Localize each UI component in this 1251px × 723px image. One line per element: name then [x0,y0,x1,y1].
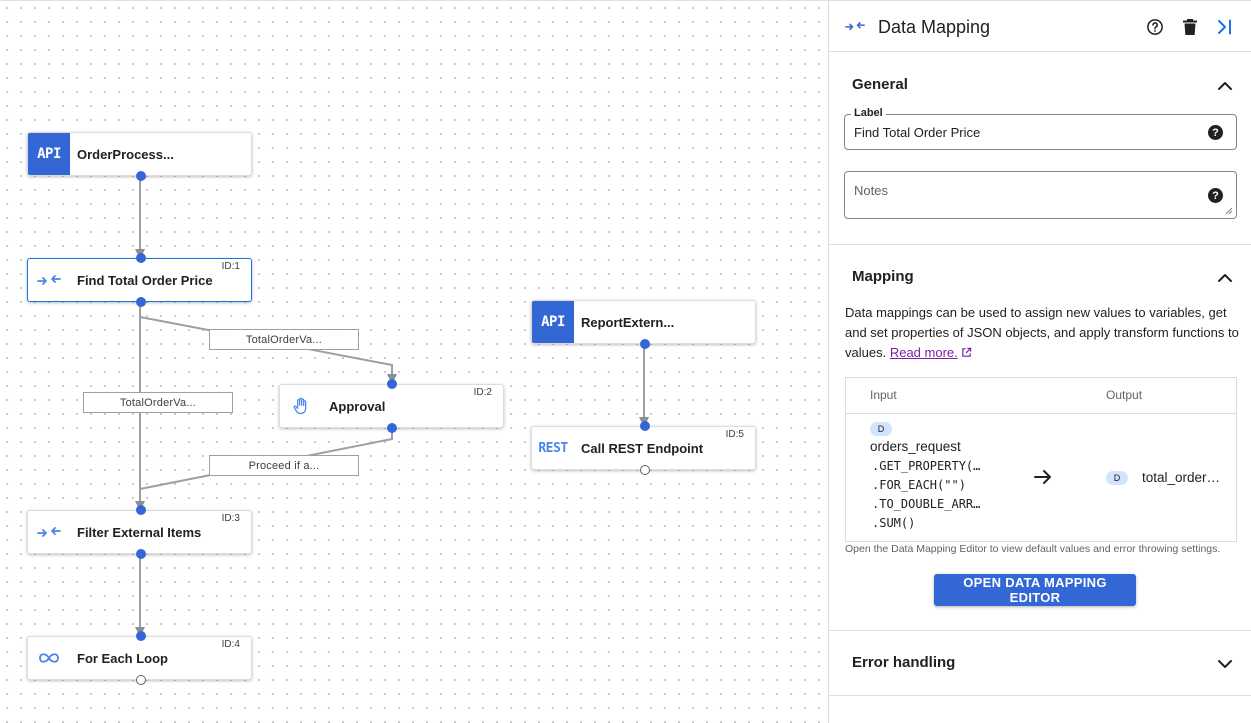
description-text: Data mappings can be used to assign new … [845,305,1239,360]
edge-label-approval-to-filter[interactable]: Proceed if a... [209,455,359,476]
output-type-chip: D [1106,471,1128,485]
output-variable[interactable]: total_order… [1142,470,1221,485]
label-field-value[interactable]: Find Total Order Price [854,125,981,140]
transform-function: .SUM() [872,516,916,530]
output-port[interactable] [136,549,146,559]
input-port[interactable] [136,631,146,641]
node-orderprocess[interactable]: API OrderProcess... [27,132,252,181]
output-port-empty[interactable] [136,675,146,685]
node-foreach[interactable]: For Each Loop ID:4 [27,631,252,685]
edge-label-to-filter[interactable]: TotalOrderVa... [83,392,233,413]
edge-label-to-approval[interactable]: TotalOrderVa... [209,329,359,350]
label-field[interactable]: Label Find Total Order Price ? [844,107,1237,150]
mapping-row[interactable]: D orders_request .GET_PROPERTY(… .FOR_EA… [846,414,1236,541]
output-port[interactable] [136,171,146,181]
chevron-up-icon[interactable] [1217,78,1233,94]
section-title: Mapping [852,268,914,285]
mapping-description: Data mappings can be used to assign new … [845,303,1240,363]
read-more-link[interactable]: Read more. [889,345,958,360]
label-field-label: Label [851,107,886,119]
transform-function: .TO_DOUBLE_ARR… [872,497,981,511]
api-icon: API [28,133,70,175]
panel-header: Data Mapping [829,1,1251,52]
data-mapping-icon [845,18,865,39]
error-handling-section[interactable]: Error handling [829,631,1251,696]
chevron-up-icon[interactable] [1217,270,1233,286]
section-title: General [852,76,908,93]
node-id: ID:1 [221,261,240,272]
chevron-down-icon[interactable] [1217,656,1233,672]
loop-icon [28,637,70,679]
transform-function: .FOR_EACH("") [872,478,966,492]
section-title: Error handling [852,654,956,671]
output-port[interactable] [387,423,397,433]
node-title: ReportExtern... [581,314,675,330]
output-port-empty[interactable] [640,465,650,475]
node-title: Call REST Endpoint [581,440,704,456]
node-id: ID:5 [725,429,744,440]
properties-panel: Data Mapping General Label Find Total Or… [828,0,1251,723]
rest-icon: REST [538,440,568,456]
delete-icon[interactable] [1180,17,1200,37]
node-id: ID:3 [221,513,240,524]
mapping-footnote: Open the Data Mapping Editor to view def… [845,543,1221,555]
node-id: ID:2 [473,387,492,398]
help-icon[interactable]: ? [1208,188,1223,203]
node-title: OrderProcess... [77,146,174,162]
output-port[interactable] [136,297,146,307]
collapse-panel-icon[interactable] [1215,17,1235,37]
mapping-table: Input Output D orders_request .GET_PROPE… [845,377,1237,542]
node-findtotal[interactable]: Find Total Order Price ID:1 [27,253,252,307]
input-transform-chain: .GET_PROPERTY(… .FOR_EACH("") .TO_DOUBLE… [872,457,980,533]
external-link-icon [962,347,972,357]
output-port[interactable] [640,339,650,349]
node-title: Approval [329,398,386,414]
edges-layer [135,176,649,637]
resize-handle-icon[interactable] [1225,207,1233,215]
node-approval[interactable]: Approval ID:2 [279,379,504,433]
api-icon: API [532,301,574,343]
data-mapping-icon [28,511,70,553]
arrow-right-icon [1034,470,1051,484]
node-title: For Each Loop [77,650,168,666]
notes-field[interactable]: Notes ? [844,171,1237,219]
open-data-mapping-editor-button[interactable]: OPEN DATA MAPPING EDITOR [934,574,1136,606]
input-port[interactable] [640,421,650,431]
hand-icon [280,385,322,427]
node-title: Filter External Items [77,524,202,540]
node-id: ID:4 [221,639,240,650]
input-column-header: Input [870,388,897,402]
input-port[interactable] [387,379,397,389]
node-title: Find Total Order Price [77,272,213,288]
node-callrest[interactable]: REST Call REST Endpoint ID:5 [531,421,756,475]
help-icon[interactable]: ? [1208,125,1223,140]
input-port[interactable] [136,253,146,263]
data-mapping-icon [28,259,70,301]
node-filter[interactable]: Filter External Items ID:3 [27,505,252,559]
input-variable[interactable]: orders_request [870,439,961,454]
integration-canvas[interactable]: API OrderProcess... Find Total Order Pri… [0,0,828,723]
panel-title: Data Mapping [878,17,991,37]
input-type-chip: D [870,422,892,436]
node-reportextern[interactable]: API ReportExtern... [531,300,756,349]
transform-function: .GET_PROPERTY(… [872,459,981,473]
output-column-header: Output [1106,388,1143,402]
general-section: General Label Find Total Order Price ? N… [829,52,1251,245]
help-icon[interactable] [1145,17,1165,37]
input-port[interactable] [136,505,146,515]
mapping-table-header: Input Output [846,378,1236,414]
notes-placeholder: Notes [854,183,888,198]
